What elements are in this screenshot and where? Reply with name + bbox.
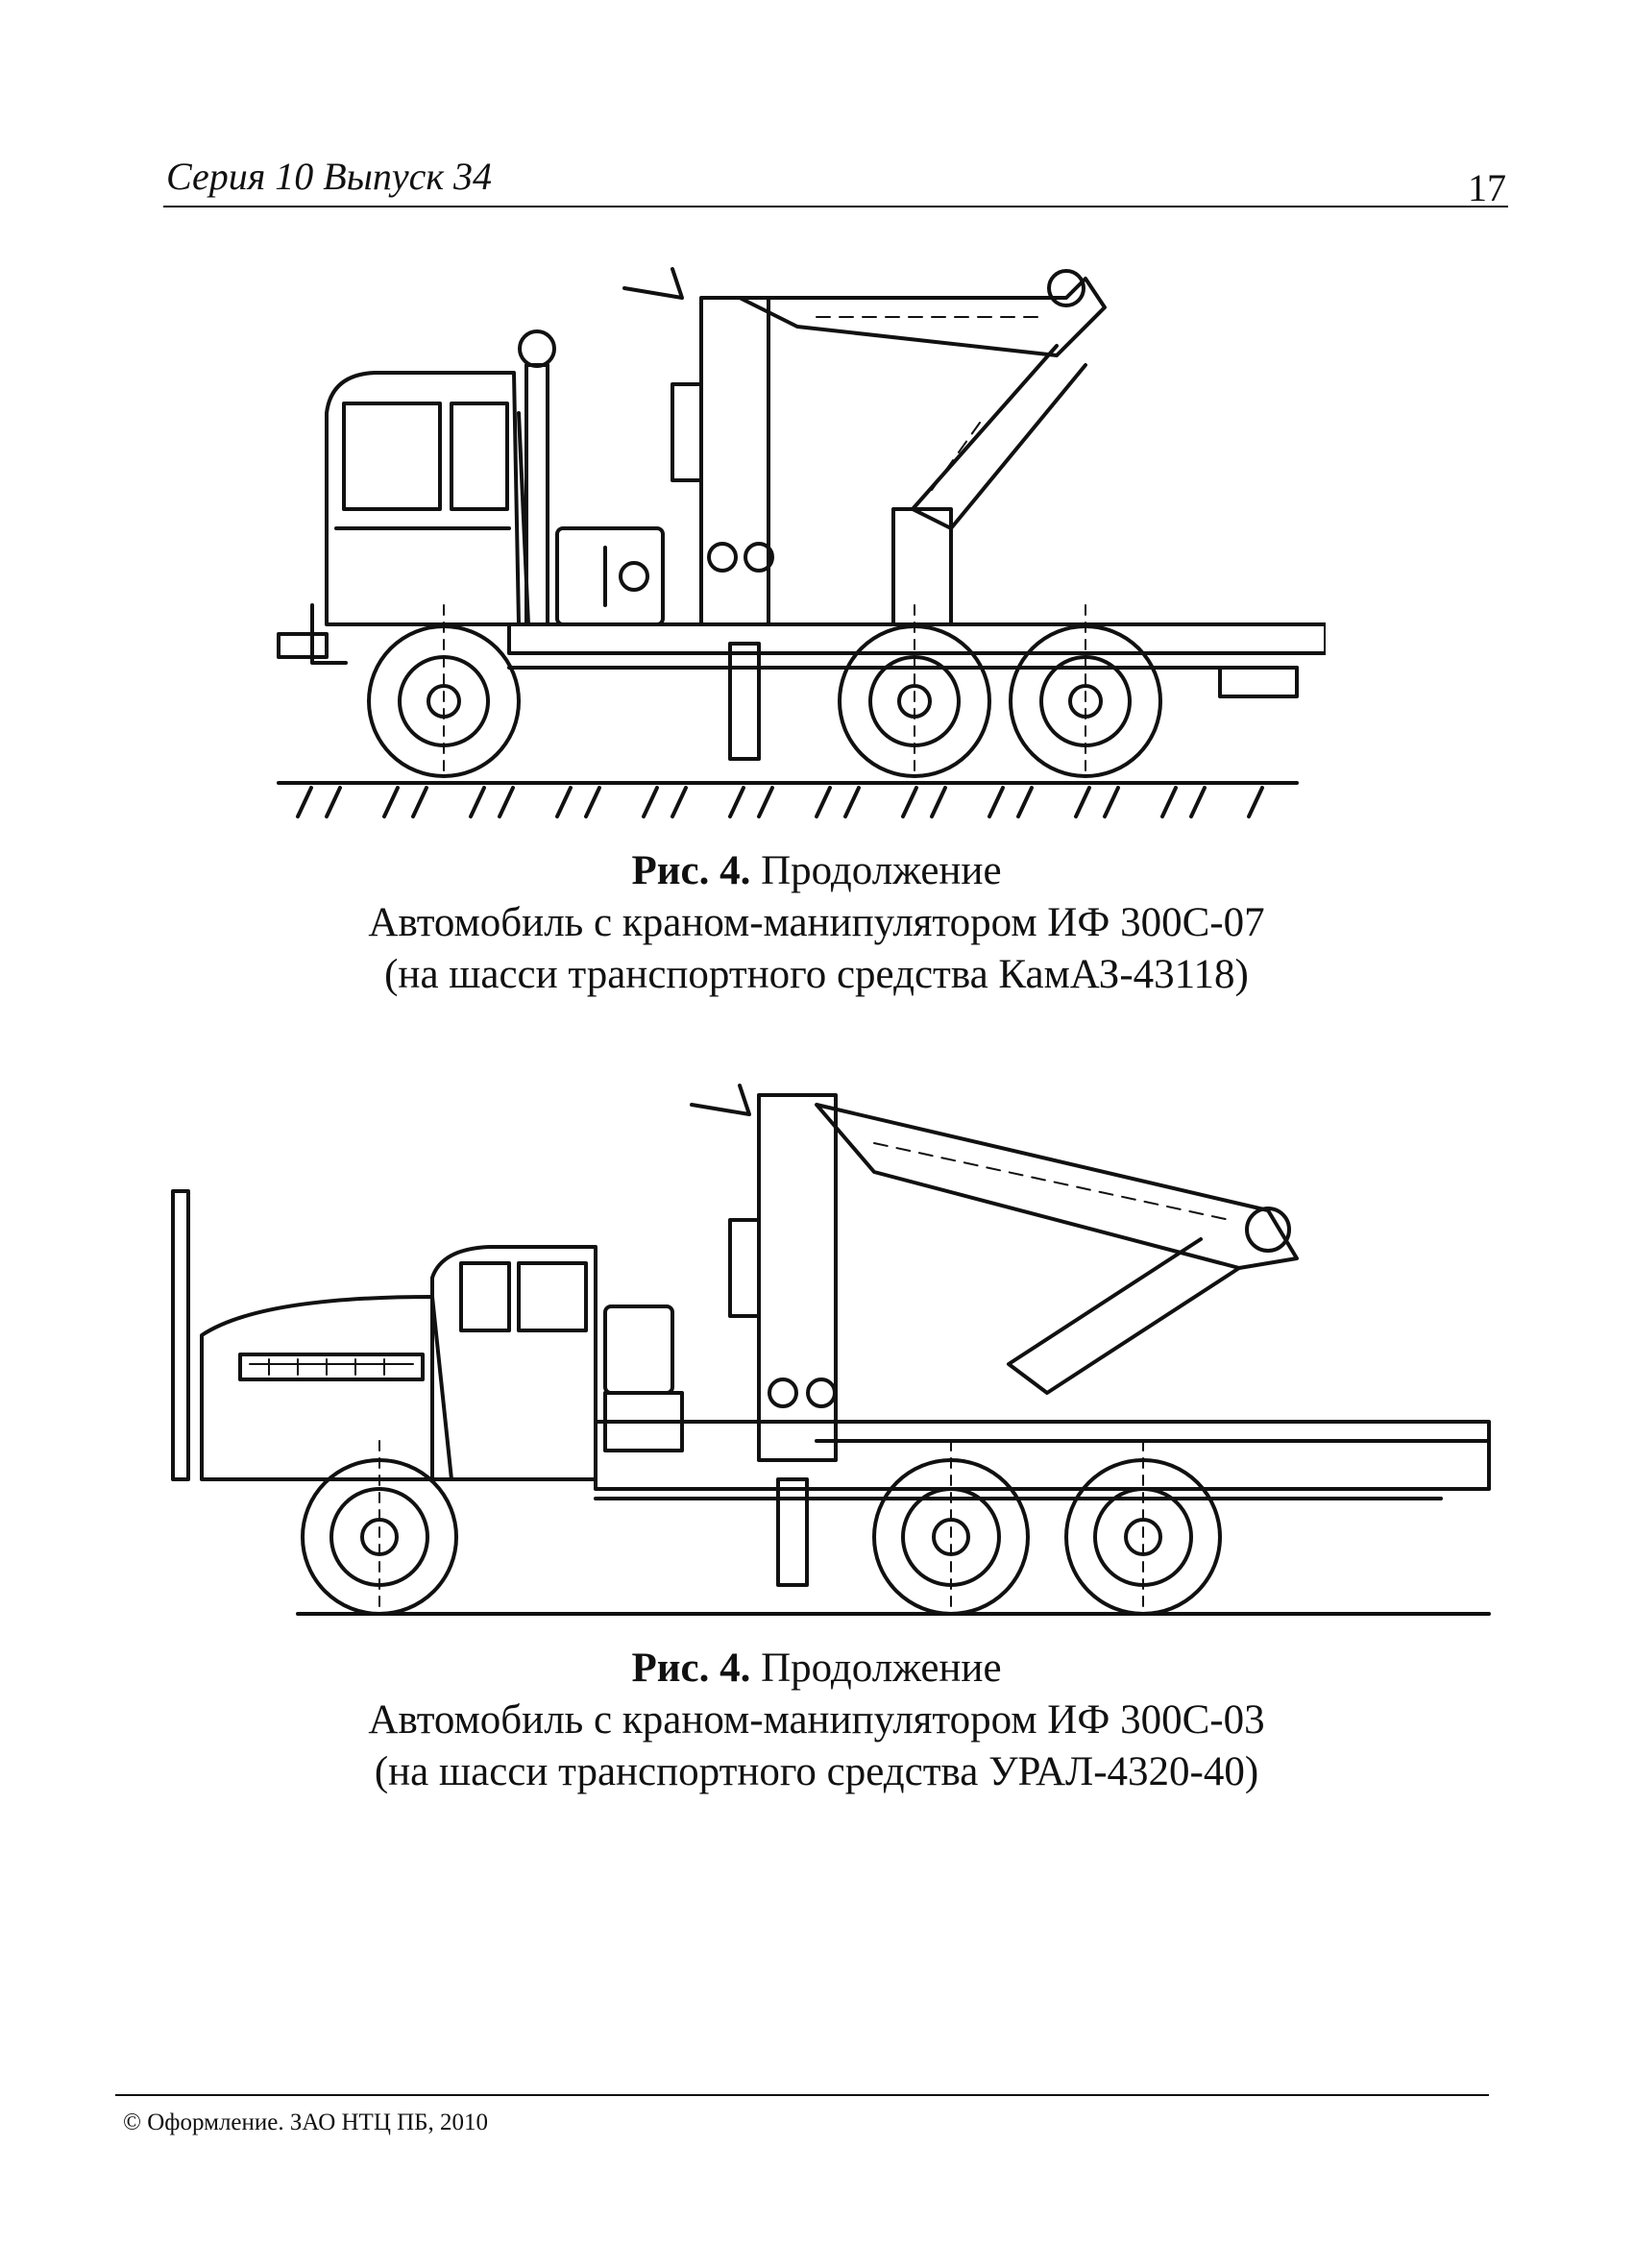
exhaust-pipe (171, 1189, 190, 1481)
rear-wheel-2 (1009, 604, 1162, 779)
footer-copyright: © Оформление. ЗАО НТЦ ПБ, 2010 (123, 2109, 489, 2135)
boom-cylinder-mount (891, 507, 953, 626)
figure-ural-crane-truck (144, 1076, 1508, 1633)
front-wheel (301, 1440, 458, 1616)
running-header: Серия 10 Выпуск 34 (166, 155, 493, 198)
truck-cab (430, 1245, 598, 1481)
rear-wheel-1 (838, 604, 991, 779)
truck-cab (277, 371, 530, 665)
truck-bed (594, 1420, 1491, 1500)
rear-wheel-2 (1064, 1440, 1222, 1616)
front-wheel (367, 604, 521, 779)
crane-boom (622, 267, 1107, 530)
footer-rule (115, 2094, 1489, 2096)
figure-caption-2: Рис. 4. Продолжение Автомобиль с краном-… (0, 1643, 1633, 1797)
caption-chassis: (на шасси транспортного средства КамАЗ-4… (384, 951, 1249, 997)
figure-caption-1: Рис. 4. Продолжение Автомобиль с краном-… (0, 845, 1633, 1000)
caption-chassis: (на шасси транспортного средства УРАЛ-43… (374, 1748, 1259, 1794)
ground-hatching (277, 781, 1299, 818)
figure-label: Рис. 4. (631, 848, 751, 893)
truck-hood (200, 1295, 453, 1481)
air-intake-pipe (524, 363, 549, 626)
caption-continuation: Продолжение (761, 1646, 1002, 1691)
crane-column (671, 296, 774, 626)
caption-title: Автомобиль с краном-манипулятором ИФ 300… (368, 899, 1265, 945)
rear-wheel-1 (872, 1440, 1030, 1616)
page-number: 17 (1468, 166, 1506, 209)
caption-continuation: Продолжение (761, 848, 1002, 893)
crane-column (728, 1093, 838, 1462)
header-rule (163, 206, 1508, 207)
caption-title: Автомобиль с краном-манипулятором ИФ 300… (368, 1696, 1265, 1743)
crane-outrigger (728, 642, 761, 761)
air-tank (603, 1305, 674, 1395)
figure-kamaz-crane-truck (221, 240, 1326, 836)
crane-boom (690, 1084, 1299, 1395)
figure-label: Рис. 4. (631, 1646, 751, 1691)
crane-outrigger (776, 1477, 809, 1587)
